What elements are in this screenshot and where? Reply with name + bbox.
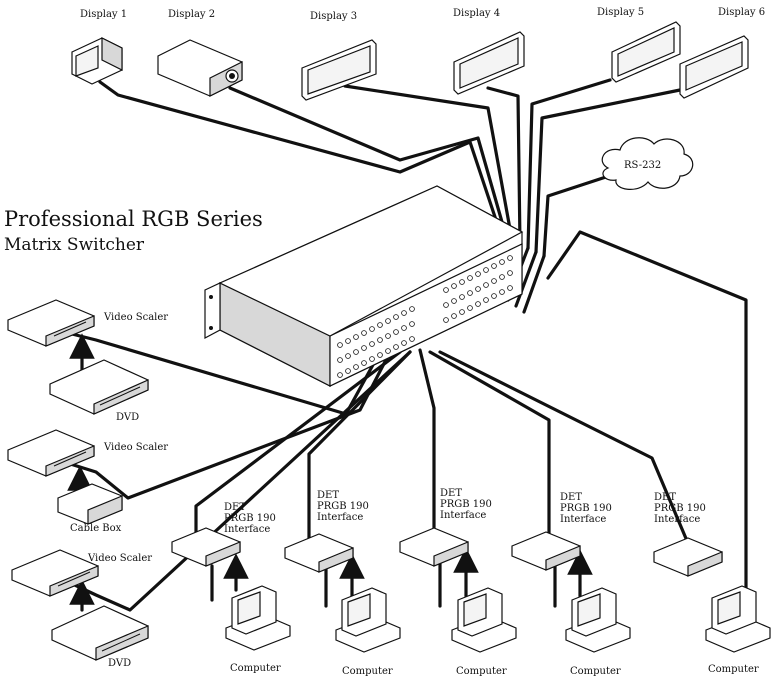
computer-1-label: Computer	[230, 663, 281, 674]
computer-4-label: Computer	[570, 666, 621, 677]
cable-display-3	[343, 84, 514, 242]
interface-3-label: DET PRGB 190 Interface	[440, 488, 492, 521]
svg-text:PRGB 190: PRGB 190	[440, 499, 492, 510]
interface-5-label: DET PRGB 190 Interface	[654, 492, 706, 525]
cable-interface-4	[428, 350, 551, 542]
computer-5-label: Computer	[708, 664, 759, 675]
svg-text:PRGB 190: PRGB 190	[317, 501, 369, 512]
display-4-label: Display 4	[453, 8, 500, 19]
cable-pc-1	[210, 566, 236, 602]
display-6-label: Display 6	[718, 7, 765, 18]
dvd-2-label: DVD	[108, 658, 131, 669]
computer-3-label: Computer	[456, 666, 507, 677]
display-1-label: Display 1	[80, 9, 127, 20]
matrix-switcher	[204, 185, 524, 387]
svg-text:DET: DET	[560, 492, 582, 503]
svg-text:PRGB 190: PRGB 190	[654, 503, 706, 514]
svg-text:PRGB 190: PRGB 190	[560, 503, 612, 514]
cable-box	[57, 483, 123, 525]
video-scaler-3	[11, 549, 99, 597]
dvd-2	[51, 605, 149, 661]
rs232-cloud	[601, 137, 694, 190]
output-connector-field	[443, 255, 513, 323]
interface-box-5	[653, 537, 723, 577]
display-3	[301, 39, 377, 101]
scaler-3-label: Video Scaler	[87, 553, 152, 564]
svg-text:DET: DET	[440, 488, 462, 499]
computer-5	[705, 585, 771, 653]
cable-display-1	[98, 80, 502, 234]
interface-box-2	[284, 533, 354, 573]
interface-4-label: DET PRGB 190 Interface	[560, 492, 612, 525]
title-line-1: Professional RGB Series	[4, 207, 263, 231]
svg-text:Interface: Interface	[317, 512, 363, 523]
svg-text:DET: DET	[317, 490, 339, 501]
computer-4	[565, 587, 631, 653]
display-5-label: Display 5	[597, 7, 644, 18]
interface-box-3	[399, 527, 469, 567]
interface-box-4	[511, 531, 581, 571]
display-1	[71, 37, 123, 85]
cable-display-6	[534, 88, 682, 254]
svg-text:DET: DET	[224, 502, 246, 513]
cable-interface-2	[307, 350, 412, 550]
display-4	[453, 31, 525, 95]
computer-2-label: Computer	[342, 666, 393, 677]
video-scaler-1	[7, 299, 95, 347]
cable-interface-3	[418, 348, 436, 540]
display-2	[157, 39, 243, 97]
svg-text:PRGB 190: PRGB 190	[224, 513, 276, 524]
svg-text:Interface: Interface	[440, 510, 486, 521]
scaler-2-label: Video Scaler	[103, 442, 168, 453]
display-3-label: Display 3	[310, 11, 357, 22]
cable-pc-2	[324, 566, 352, 608]
dvd-1	[49, 359, 149, 415]
svg-text:Interface: Interface	[224, 524, 270, 535]
svg-text:Interface: Interface	[654, 514, 700, 525]
cable-display-4	[486, 86, 522, 246]
interface-box-1	[171, 527, 241, 567]
display-5	[611, 21, 681, 83]
computer-1	[225, 585, 291, 651]
svg-text:DET: DET	[654, 492, 676, 503]
interface-1-label: DET PRGB 190 Interface	[224, 502, 276, 535]
cable-display-2	[228, 86, 508, 238]
scaler-1-label: Video Scaler	[103, 312, 168, 323]
computer-2	[335, 587, 401, 653]
svg-text:Interface: Interface	[560, 514, 606, 525]
cable-computer-6	[546, 230, 748, 592]
cable-display-5	[526, 78, 612, 250]
cable-pc-3	[438, 560, 466, 608]
cable-interface-5	[438, 350, 692, 550]
cables	[62, 78, 748, 612]
cable-rs232	[542, 173, 614, 258]
dvd-1-label: DVD	[116, 412, 139, 423]
cable-pc-4	[553, 562, 580, 608]
cable-box-label: Cable Box	[70, 523, 122, 534]
input-connector-field	[337, 306, 415, 378]
display-6	[679, 35, 749, 99]
video-scaler-2	[7, 429, 95, 477]
rs232-label: RS-232	[624, 160, 661, 171]
interface-2-label: DET PRGB 190 Interface	[317, 490, 369, 523]
display-2-label: Display 2	[168, 9, 215, 20]
title-line-2: Matrix Switcher	[4, 235, 145, 255]
computer-3	[451, 587, 517, 653]
